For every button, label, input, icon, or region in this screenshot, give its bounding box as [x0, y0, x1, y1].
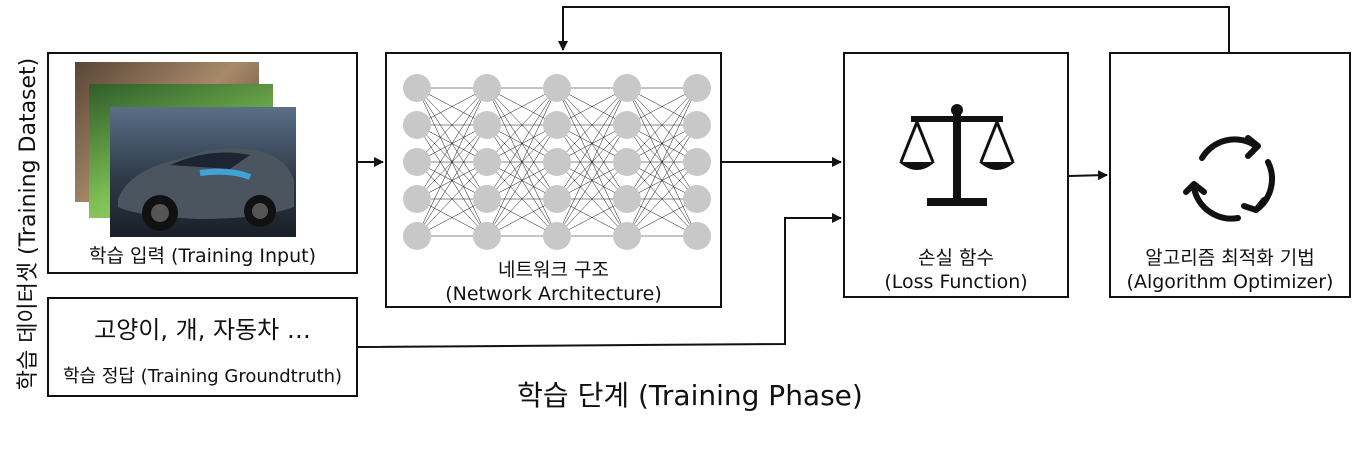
network-label-kr: 네트워크 구조	[498, 259, 609, 281]
network-edge	[416, 124, 488, 237]
network-node	[473, 185, 501, 213]
network-edge	[556, 161, 628, 237]
network-edge	[626, 161, 698, 237]
network-edge	[416, 87, 488, 200]
network-edge	[416, 87, 488, 237]
network-node	[543, 222, 571, 250]
arrow-optimizer-to-network	[558, 6, 1230, 52]
network-node	[543, 148, 571, 176]
groundtruth-classes: 고양이, 개, 자동차 …	[94, 316, 311, 344]
network-node	[543, 185, 571, 213]
algorithm-optimizer-box: 알고리즘 최적화 기법 (Algorithm Optimizer)	[1109, 52, 1351, 298]
network-node	[613, 148, 641, 176]
photo-car-image	[110, 107, 296, 237]
network-node	[683, 74, 711, 102]
network-edge	[556, 87, 628, 200]
network-node	[683, 185, 711, 213]
network-edge	[626, 87, 698, 163]
optimizer-label-en: (Algorithm Optimizer)	[1126, 271, 1334, 293]
arrow-loss-to-optimizer	[1068, 170, 1108, 181]
network-edge	[626, 87, 698, 237]
network-edge	[486, 87, 558, 163]
network-node	[543, 111, 571, 139]
network-edge	[556, 87, 628, 163]
network-node	[613, 185, 641, 213]
balance-scale-icon	[899, 104, 1015, 206]
arrow-groundtruth-to-loss	[357, 213, 842, 348]
network-architecture-box: 네트워크 구조 (Network Architecture)	[385, 52, 722, 308]
network-node	[473, 74, 501, 102]
network-node	[403, 74, 431, 102]
loss-function-box: 손실 함수 (Loss Function)	[843, 52, 1069, 298]
network-node	[473, 111, 501, 139]
network-edge	[486, 87, 558, 237]
network-node	[403, 222, 431, 250]
network-node	[403, 185, 431, 213]
network-node	[543, 74, 571, 102]
network-edge	[416, 161, 488, 237]
network-node	[403, 111, 431, 139]
loss-label-en: (Loss Function)	[884, 271, 1028, 293]
network-node	[683, 222, 711, 250]
phase-title: 학습 단계 (Training Phase)	[517, 379, 863, 412]
network-node	[473, 222, 501, 250]
network-edge	[556, 87, 628, 237]
network-edge	[486, 87, 558, 200]
network-node	[403, 148, 431, 176]
car-illustration	[118, 148, 294, 231]
groundtruth-label: 학습 정답 (Training Groundtruth)	[62, 366, 342, 387]
network-node	[683, 148, 711, 176]
network-node	[613, 111, 641, 139]
network-edge	[486, 161, 558, 237]
network-edge	[626, 87, 698, 200]
training-input-label: 학습 입력 (Training Input)	[88, 245, 317, 267]
network-node	[613, 222, 641, 250]
network-edge	[626, 124, 698, 237]
network-node	[683, 111, 711, 139]
network-edge	[416, 87, 488, 163]
network-node	[473, 148, 501, 176]
optimizer-label-kr: 알고리즘 최적화 기법	[1145, 247, 1315, 269]
network-edge	[486, 124, 558, 237]
network-label-en: (Network Architecture)	[445, 283, 662, 305]
loss-label-kr: 손실 함수	[918, 247, 994, 269]
neural-network-graph	[403, 74, 711, 250]
network-edge	[556, 124, 628, 237]
cycle-arrows-icon	[1183, 135, 1275, 222]
network-node	[613, 74, 641, 102]
training-groundtruth-box: 고양이, 개, 자동차 … 학습 정답 (Training Groundtrut…	[47, 297, 358, 397]
